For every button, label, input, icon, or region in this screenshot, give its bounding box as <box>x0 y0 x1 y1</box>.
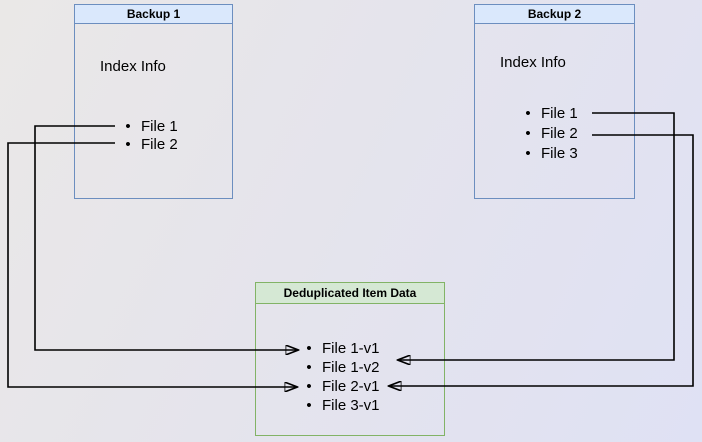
backup2-file-2: File 2 <box>521 123 578 143</box>
backup2-file-3: File 3 <box>521 143 578 163</box>
backup2-box: Backup 2 Index Info File 1 File 2 File 3 <box>474 4 635 199</box>
backup2-file-1: File 1 <box>521 103 578 123</box>
backup2-title: Backup 2 <box>475 5 634 24</box>
backup1-file-1: File 1 <box>121 117 178 135</box>
dedup-file-1-v2: File 1-v2 <box>302 358 380 377</box>
dedup-file-list: File 1-v1 File 1-v2 File 2-v1 File 3-v1 <box>302 339 380 415</box>
dedup-title: Deduplicated Item Data <box>256 283 444 304</box>
backup1-subtitle: Index Info <box>100 58 166 75</box>
dedup-file-2-v1: File 2-v1 <box>302 377 380 396</box>
backup1-file-list: File 1 File 2 <box>121 117 178 153</box>
backup1-title: Backup 1 <box>75 5 232 24</box>
dedup-file-3-v1: File 3-v1 <box>302 396 380 415</box>
backup1-file-2: File 2 <box>121 135 178 153</box>
backup1-box: Backup 1 Index Info File 1 File 2 <box>74 4 233 199</box>
backup2-file-list: File 1 File 2 File 3 <box>521 103 578 163</box>
backup2-subtitle: Index Info <box>500 54 566 71</box>
dedup-file-1-v1: File 1-v1 <box>302 339 380 358</box>
dedup-box: Deduplicated Item Data File 1-v1 File 1-… <box>255 282 445 436</box>
